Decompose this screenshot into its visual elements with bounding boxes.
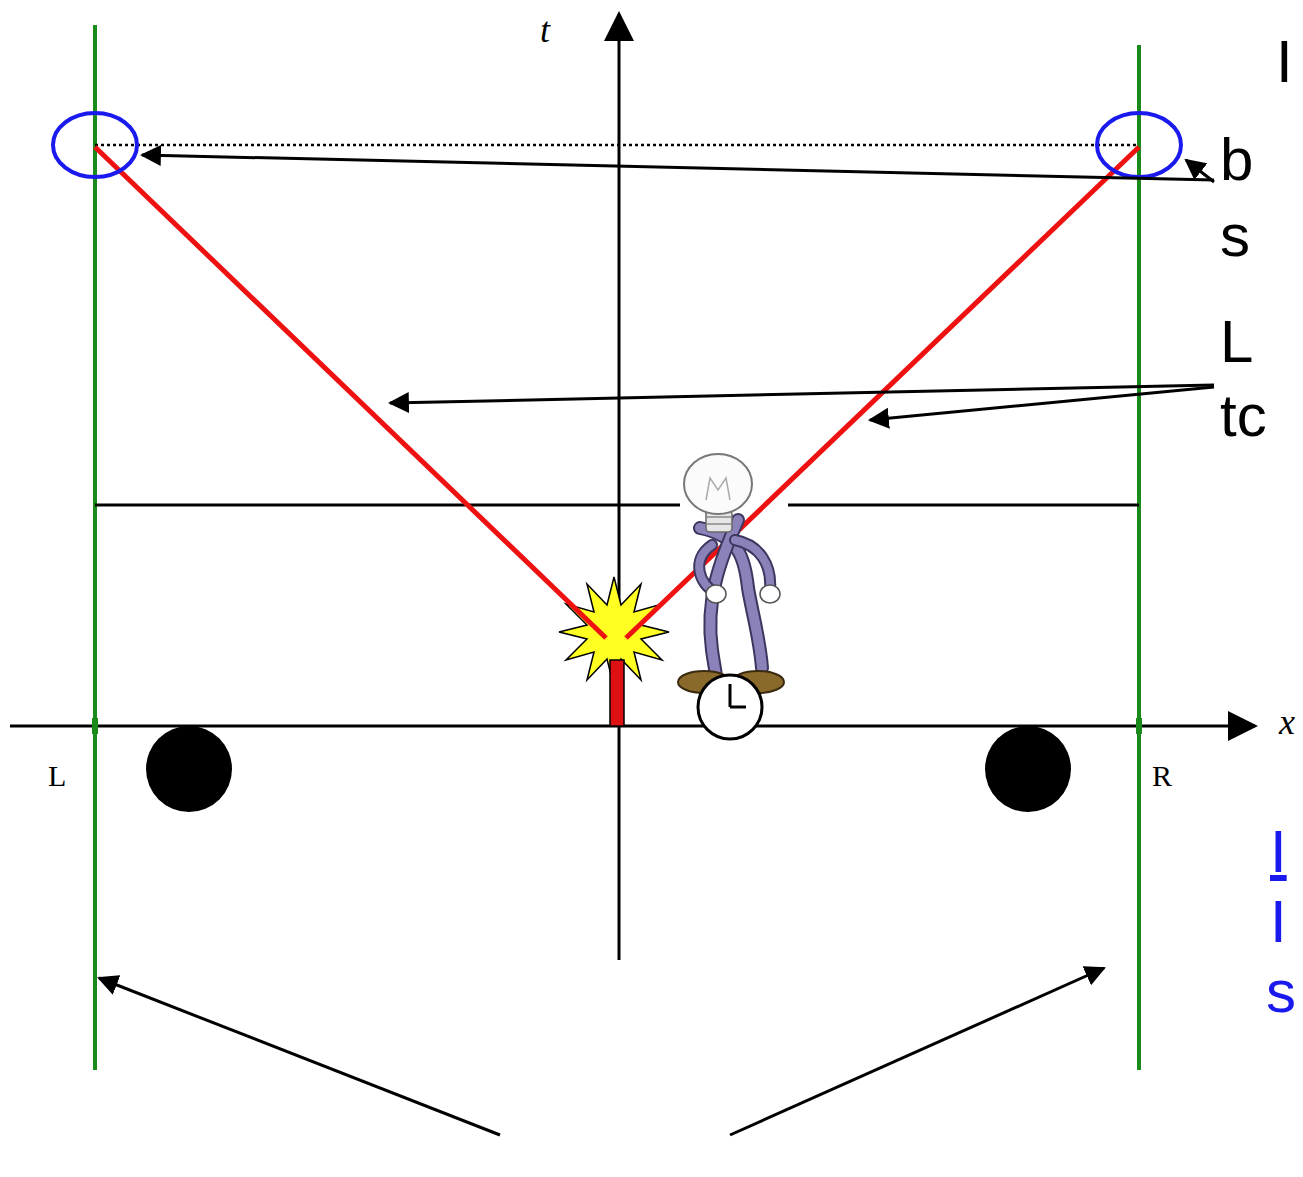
pointer-arrow	[730, 968, 1104, 1135]
end-label: L	[48, 761, 66, 791]
note-fragment: L	[1220, 312, 1253, 372]
light-ray	[95, 147, 606, 638]
link-fragment: I	[1270, 822, 1287, 882]
note-fragment: tc	[1220, 386, 1267, 446]
note-fragment: I	[1276, 32, 1293, 92]
simultaneity-line	[788, 504, 1139, 507]
ball	[985, 726, 1071, 812]
t-axis	[618, 14, 621, 960]
note-fragment: s	[1220, 206, 1250, 266]
pointer-arrow	[1186, 160, 1214, 182]
axis-label: x	[1279, 704, 1295, 740]
simultaneity-dotted-line	[95, 144, 1139, 147]
pointer-arrow	[99, 978, 500, 1135]
worldline-right	[1137, 45, 1141, 1070]
worldline-left	[93, 25, 97, 1070]
tick-right	[1136, 718, 1142, 734]
clock-symbol	[698, 675, 762, 739]
note-fragment: s	[1266, 962, 1296, 1022]
pointer-arrow	[870, 387, 1214, 420]
event-circle	[53, 113, 137, 177]
tick-left	[92, 718, 98, 734]
ball	[146, 726, 232, 812]
event-circle	[1097, 113, 1181, 177]
robot-observer	[678, 454, 784, 693]
firecracker	[610, 660, 624, 726]
end-label: R	[1152, 761, 1172, 791]
axis-label: t	[540, 12, 550, 48]
note-fragment: I	[1270, 892, 1287, 952]
simultaneity-line	[95, 504, 680, 507]
note-fragment: b	[1220, 130, 1253, 190]
pointer-arrow	[142, 155, 1214, 180]
